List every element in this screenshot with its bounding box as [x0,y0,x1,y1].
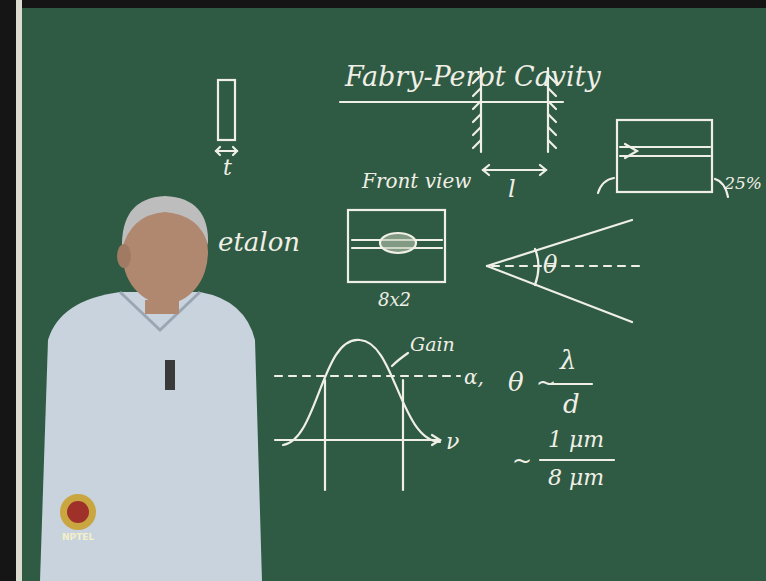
formula-term: 8 μm [548,466,604,490]
formula-term: ~ [536,370,556,396]
dimension-label: t [223,156,232,180]
board-title: Fabry-Perot Cavity [345,62,601,92]
chalk-lines [216,68,728,490]
reflectivity-note: 25% [724,174,762,193]
formula-term: ~ [512,448,532,474]
logo-text: NPTEL [62,532,94,542]
dimension-label: 8x2 [378,290,411,310]
nptel-logo [60,494,96,530]
formula-term: 1 μm [548,428,604,452]
curve-label: Gain [410,334,455,355]
dimension-label: l [508,176,516,202]
axis-label: ν [446,430,459,454]
formula-term: d [563,390,580,419]
part-name: etalon [218,228,300,257]
angle-label: θ [543,252,557,278]
board-frame [0,0,16,581]
board-frame [0,0,766,8]
board-edge [16,0,22,581]
loss-label: α, [464,366,484,388]
view-label: Front view [362,170,471,192]
formula-term: θ [508,368,524,397]
formula-term: λ [560,346,576,375]
